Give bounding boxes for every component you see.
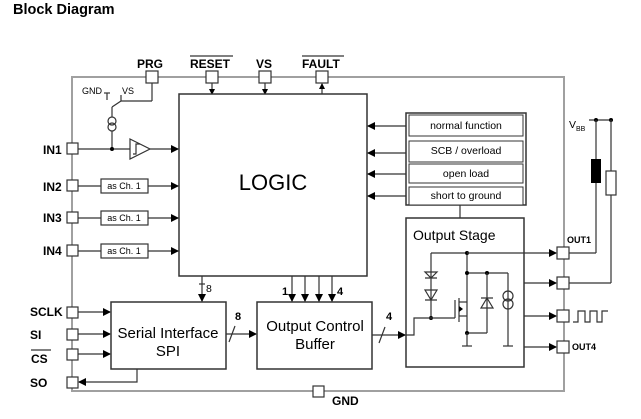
input-in2: IN2 as Ch. 1 xyxy=(43,178,179,194)
pin-prg[interactable]: PRG xyxy=(137,57,163,84)
svg-text:GND: GND xyxy=(82,86,103,96)
svg-text:VS: VS xyxy=(256,57,272,71)
input-in4: IN4 as Ch. 1 xyxy=(43,243,179,259)
svg-text:as Ch. 1: as Ch. 1 xyxy=(107,181,141,191)
svg-text:IN4: IN4 xyxy=(43,244,62,258)
svg-text:Output Stage: Output Stage xyxy=(413,227,496,243)
svg-text:SPI: SPI xyxy=(156,343,180,360)
svg-text:short to ground: short to ground xyxy=(431,190,502,202)
svg-text:VS: VS xyxy=(122,86,134,96)
svg-text:CS: CS xyxy=(31,352,48,366)
svg-text:V: V xyxy=(569,119,576,131)
diagnostics-stack: normal function SCB / overload open load… xyxy=(367,112,527,206)
pin-reset[interactable]: RESET xyxy=(190,55,233,95)
svg-text:normal function: normal function xyxy=(430,120,502,132)
pin-si[interactable] xyxy=(66,328,79,341)
pin-vs[interactable]: VS xyxy=(256,57,272,95)
svg-text:SO: SO xyxy=(30,376,47,390)
svg-text:IN3: IN3 xyxy=(43,211,62,225)
prg-selector: GND VS xyxy=(82,83,153,149)
svg-text:as Ch. 1: as Ch. 1 xyxy=(107,246,141,256)
svg-text:open load: open load xyxy=(443,168,489,180)
logic-block: LOGIC xyxy=(178,93,368,277)
svg-text:1: 1 xyxy=(282,286,288,298)
pin-in2[interactable] xyxy=(66,179,79,192)
pin-fault[interactable]: FAULT xyxy=(302,55,344,94)
svg-text:GND: GND xyxy=(332,394,359,408)
current-source-icon xyxy=(107,116,117,126)
pin-out4[interactable] xyxy=(556,340,570,354)
page-title: Block Diagram xyxy=(13,2,115,18)
svg-text:RESET: RESET xyxy=(190,57,231,71)
pin-gnd[interactable]: GND xyxy=(312,385,359,408)
pin-out2[interactable] xyxy=(556,276,570,290)
external-loads: V BB xyxy=(569,118,617,284)
output-stage-block: Output Stage xyxy=(405,205,525,368)
input-in1: IN1 xyxy=(43,138,179,160)
spi-pins: SCLK SI CS SO xyxy=(30,305,138,390)
input-in3: IN3 as Ch. 1 xyxy=(43,210,179,226)
pin-cs[interactable] xyxy=(66,348,79,361)
svg-text:IN1: IN1 xyxy=(43,143,62,157)
svg-text:OUT4: OUT4 xyxy=(572,342,596,352)
svg-text:SCB / overload: SCB / overload xyxy=(431,145,502,157)
pin-in1[interactable] xyxy=(66,142,79,155)
svg-text:Output Control: Output Control xyxy=(266,318,364,335)
pin-sclk[interactable] xyxy=(66,306,79,319)
svg-text:SI: SI xyxy=(30,328,41,342)
resistive-load-icon xyxy=(605,170,617,196)
spi-block: Serial Interface SPI 8 xyxy=(110,276,227,370)
inductive-load-icon xyxy=(591,159,601,183)
svg-text:Serial Interface: Serial Interface xyxy=(118,325,219,342)
current-source-icon xyxy=(502,290,514,302)
pin-out1[interactable] xyxy=(556,246,570,260)
svg-text:Buffer: Buffer xyxy=(295,336,335,353)
pin-out3[interactable] xyxy=(556,309,570,323)
pin-in4[interactable] xyxy=(66,244,79,257)
svg-text:PRG: PRG xyxy=(137,57,163,71)
pin-in3[interactable] xyxy=(66,211,79,224)
pin-so[interactable] xyxy=(66,376,79,389)
schmitt-trigger-icon xyxy=(129,138,152,160)
svg-text:LOGIC: LOGIC xyxy=(239,170,308,195)
output-control-buffer-block: Output Control Buffer 1 4 xyxy=(256,276,373,370)
svg-text:as Ch. 1: as Ch. 1 xyxy=(107,213,141,223)
outputs: OUT1 OUT4 xyxy=(467,235,608,354)
svg-text:IN2: IN2 xyxy=(43,180,62,194)
diode-icon xyxy=(479,296,495,309)
svg-text:8: 8 xyxy=(206,283,212,295)
svg-text:SCLK: SCLK xyxy=(30,305,63,319)
svg-text:OUT1: OUT1 xyxy=(567,235,591,245)
pwm-waveform-icon xyxy=(573,310,608,323)
svg-text:FAULT: FAULT xyxy=(302,57,340,71)
stage-bus-width: 4 xyxy=(386,311,393,323)
svg-text:BB: BB xyxy=(576,126,586,133)
spi-bus-width: 8 xyxy=(235,311,241,323)
zener-diode-icon xyxy=(423,271,439,279)
svg-text:4: 4 xyxy=(337,286,344,298)
